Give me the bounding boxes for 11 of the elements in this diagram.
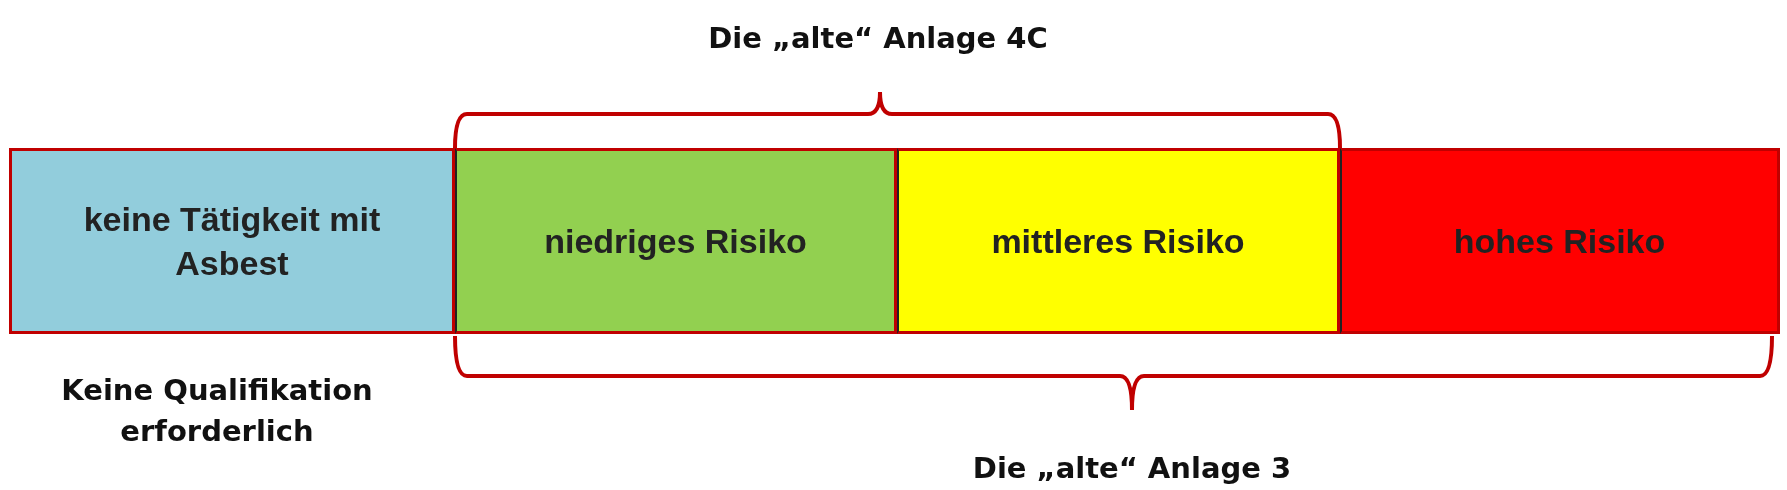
segment-label: keine Tätigkeit mit Asbest <box>82 198 382 284</box>
bracket-label: Die „alte“ Anlage 4C <box>708 20 1048 57</box>
bracket-label: Die „alte“ Anlage 3 <box>972 450 1292 487</box>
risk-segment <box>9 148 455 334</box>
risk-segment <box>1340 148 1780 334</box>
bracket-label: Keine Qualifikation erforderlich <box>60 372 374 450</box>
segment-label: mittleres Risiko <box>990 220 1246 262</box>
segment-label: hohes Risiko <box>1452 220 1667 262</box>
segment-label: niedriges Risiko <box>543 220 808 262</box>
risk-segment <box>897 148 1340 334</box>
risk-segment <box>455 148 897 334</box>
